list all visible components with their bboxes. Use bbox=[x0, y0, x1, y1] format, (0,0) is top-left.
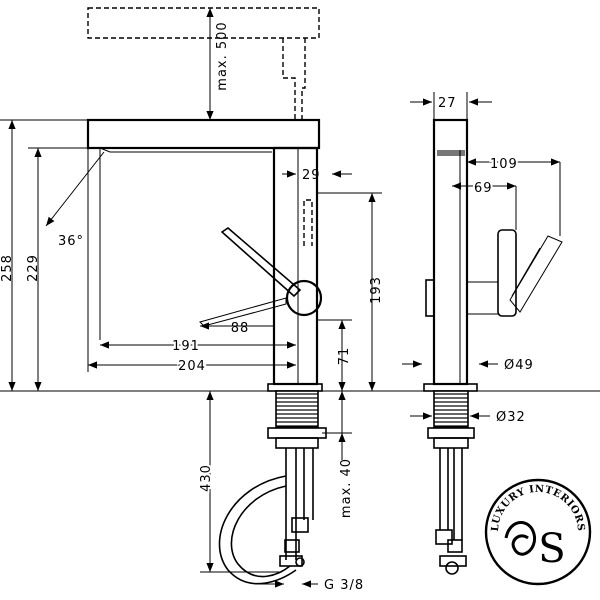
dim-d49: Ø49 bbox=[504, 358, 534, 373]
dim-angle-36: 36° bbox=[58, 234, 84, 249]
valve-fitting-2 bbox=[279, 555, 303, 567]
side-shank bbox=[433, 390, 469, 428]
logo-monogram: S bbox=[538, 526, 565, 572]
dim-69: 69 bbox=[474, 181, 493, 196]
lever-up-outline bbox=[303, 199, 313, 246]
dim-430: 430 bbox=[199, 464, 214, 492]
luxury-interiors-logo: LUXURY INTERIORS S bbox=[484, 478, 592, 586]
dim-204: 204 bbox=[178, 359, 206, 374]
mounting-nut bbox=[267, 427, 327, 439]
side-dimensions: 27 109 69 Ø49 Ø32 bbox=[402, 92, 561, 425]
valve-fitting-1 bbox=[291, 517, 309, 533]
supply-hose-2 bbox=[303, 448, 314, 520]
front-dimensions: max. 500 258 229 36° 29 193 88 191 204 bbox=[0, 8, 384, 593]
hose-loop-inner bbox=[230, 485, 291, 578]
logo-swirl bbox=[504, 521, 537, 556]
faucet-body bbox=[272, 146, 319, 386]
side-lever bbox=[497, 229, 517, 317]
spout-aerator bbox=[99, 147, 272, 153]
handle-lever bbox=[220, 226, 302, 298]
dim-193: 193 bbox=[369, 276, 384, 304]
dim-29: 29 bbox=[302, 168, 321, 183]
supply-hose-1 bbox=[285, 448, 297, 560]
dim-max-500: max. 500 bbox=[215, 21, 230, 90]
dim-88: 88 bbox=[231, 321, 250, 336]
dim-191: 191 bbox=[172, 339, 200, 354]
dim-d32: Ø32 bbox=[496, 410, 526, 425]
threaded-shank bbox=[275, 390, 319, 428]
dim-71: 71 bbox=[337, 347, 352, 366]
handle-knob bbox=[285, 279, 323, 317]
dim-109: 109 bbox=[490, 157, 518, 172]
dim-max-40: max. 40 bbox=[339, 458, 354, 518]
side-lever-rotated bbox=[509, 235, 563, 313]
dim-229: 229 bbox=[26, 254, 41, 282]
side-view bbox=[423, 118, 563, 575]
dim-g-3-8: G 3/8 bbox=[324, 578, 364, 593]
dim-27: 27 bbox=[438, 96, 457, 111]
side-body bbox=[432, 118, 469, 386]
front-view bbox=[86, 7, 327, 585]
max-height-ghost bbox=[87, 7, 320, 120]
spout bbox=[86, 118, 321, 150]
dim-258: 258 bbox=[0, 254, 15, 282]
hose-loop-outer bbox=[218, 475, 297, 585]
